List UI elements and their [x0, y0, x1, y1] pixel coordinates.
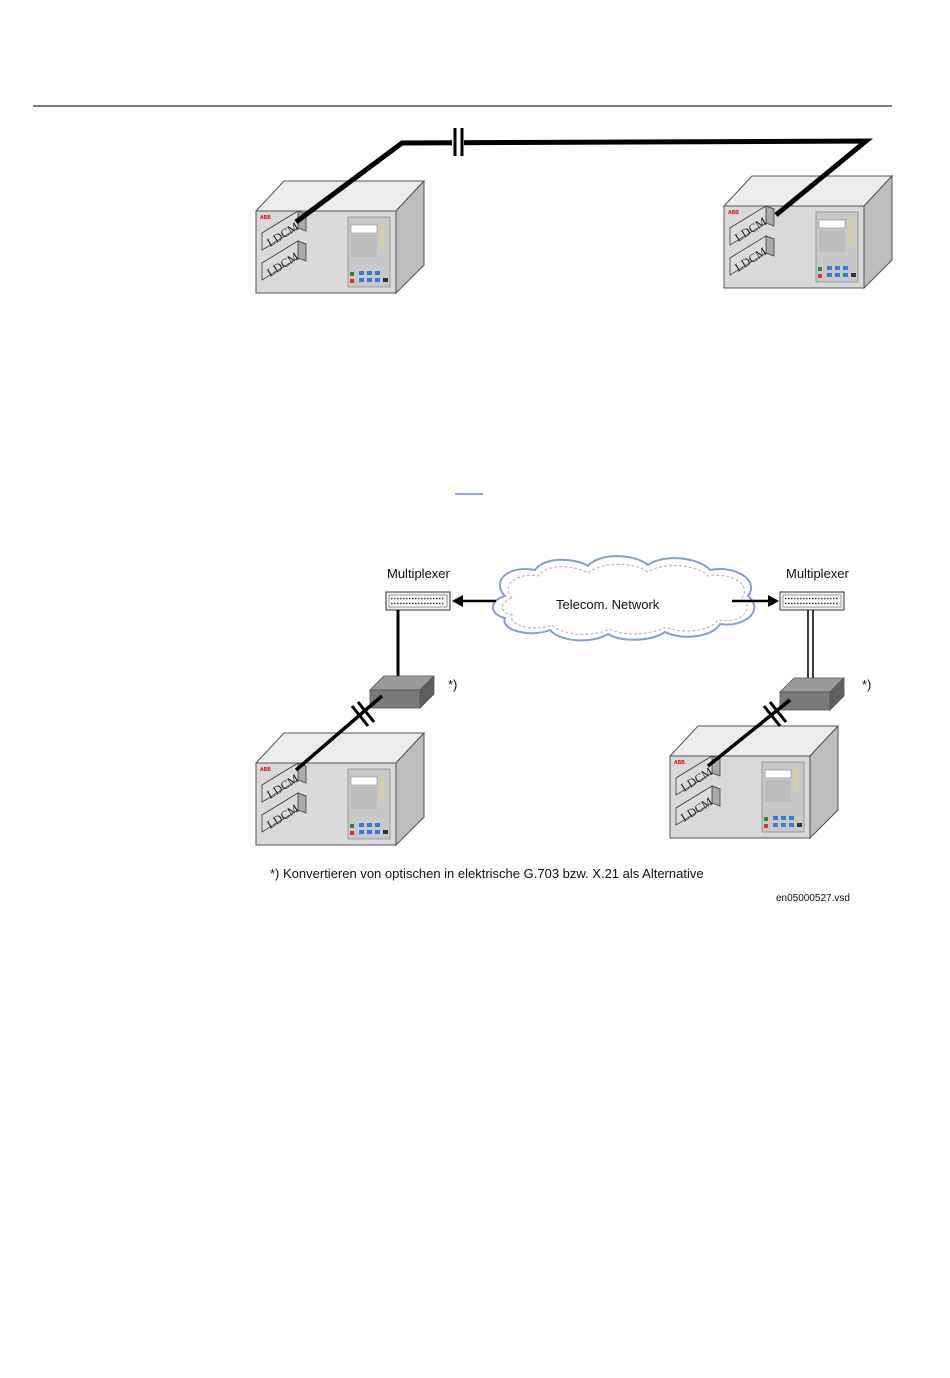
multiplexer-left-label: Multiplexer: [387, 566, 451, 581]
converter-note-right: *): [862, 677, 871, 692]
footnote-text: *) Konvertieren von optischen in elektri…: [270, 866, 704, 881]
converter-note-left: *): [448, 677, 457, 692]
fibre-break-marker: [452, 128, 464, 156]
converter-right: [780, 678, 844, 710]
drawing-file-id: en05000527.vsd: [776, 893, 850, 904]
multiplexer-left: [386, 592, 450, 610]
arrow-left-mux-network: [452, 595, 496, 607]
converter-left: [370, 676, 434, 708]
network-label: Telecom. Network: [556, 597, 660, 612]
multiplexer-right-label: Multiplexer: [786, 566, 850, 581]
multiplexer-right: [780, 592, 844, 610]
figure-telecom-link: Telecom. Network Multiplexer Multiplexer…: [256, 556, 871, 904]
ied-left-bottom: [256, 733, 424, 845]
ied-right-top: [724, 176, 892, 288]
ied-right-bottom: [670, 726, 838, 838]
figure-direct-link: [256, 128, 892, 293]
electrical-link-right: [808, 610, 813, 683]
telecom-cloud: Telecom. Network: [493, 556, 754, 640]
ied-left-top: [256, 181, 424, 293]
